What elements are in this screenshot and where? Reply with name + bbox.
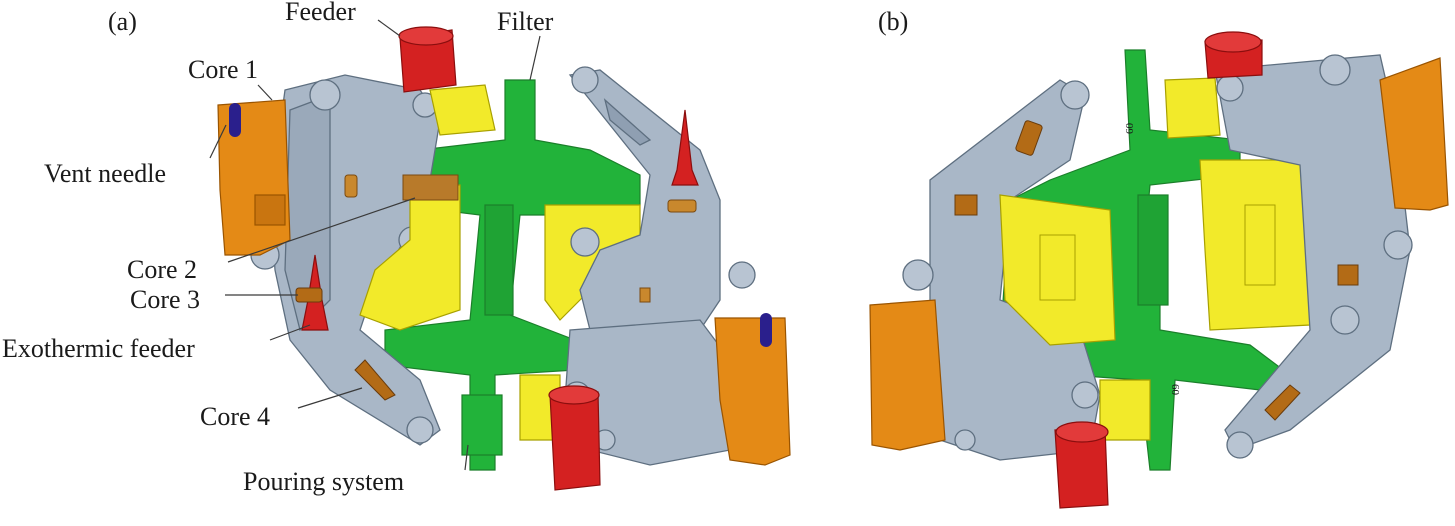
panel-b-model: 60 60	[869, 31, 1449, 509]
label-core3: Core 3	[130, 285, 200, 314]
label-filter: Filter	[497, 7, 554, 36]
part-mark-b-upper: 60	[1124, 123, 1136, 135]
panel-a-tag: (a)	[108, 7, 137, 36]
label-core1: Core 1	[188, 55, 258, 84]
core3-slot-a	[295, 287, 323, 303]
core4-slot-a	[354, 359, 396, 401]
core-orange-b-left	[869, 299, 946, 451]
label-feeder: Feeder	[285, 0, 356, 26]
panel-b-tag: (b)	[878, 7, 908, 36]
leader-lines	[209, 19, 541, 471]
part-mark-b-lower: 60	[1169, 384, 1181, 396]
vent-needle-a	[229, 103, 772, 347]
casting-right-a	[563, 66, 756, 466]
sand-cores-b	[999, 77, 1311, 441]
core-orange-b-right	[1379, 57, 1449, 211]
core-right-orange-a	[714, 317, 791, 466]
core1-a	[217, 99, 291, 256]
label-pouring-system: Pouring system	[243, 467, 404, 496]
label-vent-needle: Vent needle	[44, 159, 166, 188]
label-exothermic-feeder: Exothermic feeder	[2, 334, 195, 363]
feeders-b	[1054, 31, 1263, 509]
label-core4: Core 4	[200, 402, 270, 431]
panel-a-model	[217, 26, 791, 491]
label-core2: Core 2	[127, 255, 197, 284]
sand-cores-a	[359, 84, 641, 441]
